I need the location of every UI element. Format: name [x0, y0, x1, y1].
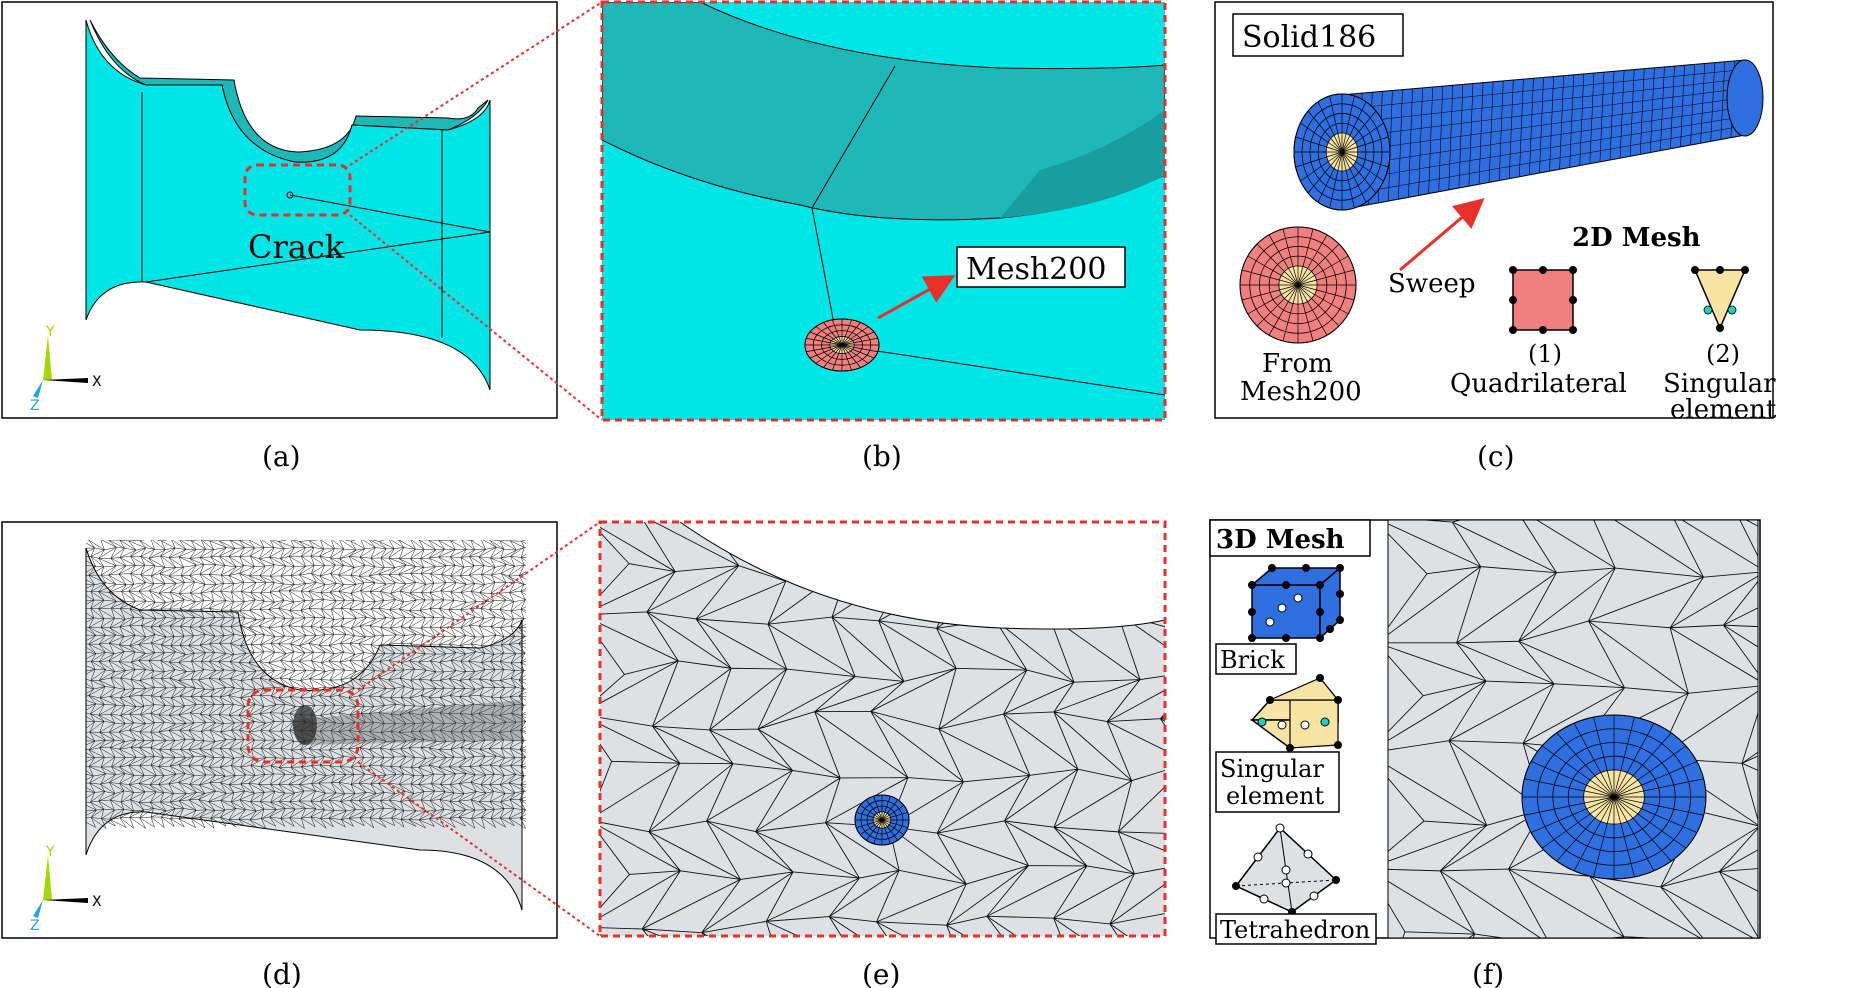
zoom-line-bottom-ab [349, 214, 603, 421]
zoom-region-a [243, 163, 352, 217]
axis-y-label: Y [45, 844, 55, 860]
singular-label-box [1215, 751, 1340, 813]
sing-label-2: element [1670, 395, 1777, 425]
arrow-b [877, 275, 956, 320]
axis-z-label: Z [30, 918, 40, 934]
panel-d: Y X Z (d) [1, 521, 558, 988]
crack-marker [286, 191, 294, 199]
caption-f: (f) [1472, 958, 1504, 988]
zoom-region-d [246, 688, 360, 764]
mesh200-disk [804, 318, 880, 372]
f-sing-label-2: element [1226, 782, 1325, 810]
mesh3d-title: 3D Mesh [1216, 525, 1345, 555]
crack-label: Crack [248, 228, 345, 266]
solid186-label: Solid186 [1242, 20, 1376, 55]
zoom-line-top-ab [349, 1, 603, 166]
solid186-label-box [1232, 13, 1404, 57]
singular-element-3d [1249, 674, 1342, 752]
singular-disk-e [854, 794, 910, 846]
axis-z-label: Z [30, 398, 40, 414]
zoom-line-top-de [357, 521, 601, 691]
caption-d: (d) [262, 958, 302, 988]
from-label-1: From [1262, 349, 1333, 379]
panel-b-frame [600, 0, 1167, 422]
panel-a: Crack Y X Z (a) [1, 1, 558, 473]
mesh2d-title: 2D Mesh [1572, 223, 1701, 253]
solid186-cylinder [1293, 59, 1764, 211]
brick-label-box [1215, 643, 1297, 675]
quad-label: Quadrilateral [1450, 369, 1627, 399]
axis-triad-d: Y X Z [30, 844, 102, 934]
from-mesh200-disk [1239, 226, 1357, 344]
mesh3d-title-box [1209, 519, 1371, 557]
mesh200-label-box [956, 246, 1126, 288]
brick-element [1248, 564, 1344, 642]
caption-a: (a) [262, 440, 301, 473]
axis-y-label: Y [45, 324, 55, 340]
quadrilateral-element [1509, 266, 1577, 334]
tet-label-box [1215, 913, 1377, 945]
caption-c: (c) [1477, 440, 1515, 473]
sing-label-1: Singular [1663, 369, 1776, 399]
specimen-plate [85, 19, 491, 391]
caption-e: (e) [862, 958, 900, 988]
singular-element-2d [1691, 266, 1749, 332]
tet-label: Tetrahedron [1220, 916, 1370, 944]
panel-c: Solid186 From Mesh200 Sweep 2D Mesh (1) … [1214, 1, 1777, 473]
sing-num: (2) [1706, 340, 1740, 368]
f-sing-label-1: Singular [1220, 755, 1324, 783]
quad-num: (1) [1528, 340, 1562, 368]
sweep-label: Sweep [1388, 269, 1475, 299]
axis-x-label: X [92, 894, 102, 910]
panel-e: (e) [598, 520, 1167, 988]
caption-b: (b) [862, 440, 902, 473]
panel-b: Mesh200 (b) [600, 0, 1167, 473]
axis-triad-a: Y X Z [30, 324, 102, 414]
axis-x-label: X [92, 374, 102, 390]
from-label-2: Mesh200 [1240, 377, 1362, 407]
sweep-arrow [1399, 198, 1485, 272]
mesh200-label: Mesh200 [966, 252, 1106, 287]
singular-disk-f [1521, 714, 1707, 880]
panel-f: 3D Mesh Brick [1209, 519, 1761, 988]
zoom-line-bottom-de [357, 761, 601, 937]
brick-label: Brick [1220, 646, 1285, 674]
tetrahedron-element [1232, 823, 1340, 916]
panel-e-frame [598, 520, 1167, 938]
